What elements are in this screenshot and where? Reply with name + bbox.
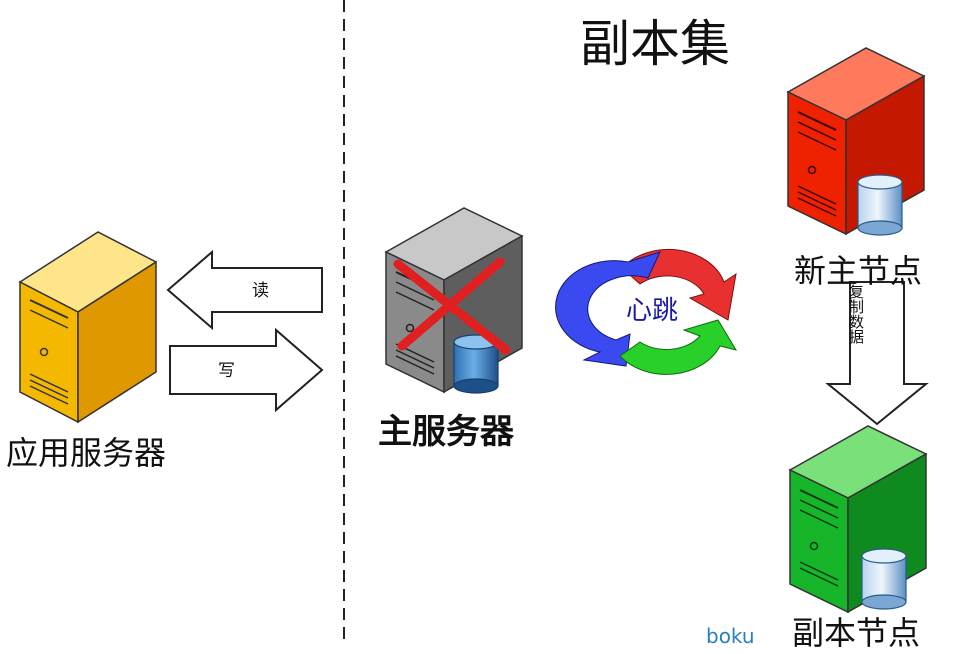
write-arrow	[169, 327, 324, 413]
primary-database-icon	[453, 334, 499, 394]
application-server-icon	[18, 231, 158, 424]
copy-data-arrow	[825, 281, 929, 426]
diagram-title: 副本集	[580, 15, 730, 73]
watermark-text: boku	[706, 624, 755, 648]
heartbeat-cycle-icon	[555, 248, 738, 375]
copy-data-label: 复制数据	[847, 284, 865, 344]
application-server-label: 应用服务器	[6, 434, 167, 472]
secondary-node-database-icon	[861, 548, 907, 610]
secondary-node-label: 副本节点	[792, 614, 921, 652]
read-arrow	[166, 249, 323, 331]
replica-set-diagram	[18, 0, 929, 640]
new-primary-label: 新主节点	[794, 252, 923, 290]
read-arrow-label: 读	[252, 281, 269, 301]
heartbeat-label: 心跳	[626, 296, 679, 326]
write-arrow-label: 写	[218, 361, 235, 381]
failed-cross-icon	[393, 257, 511, 355]
new-primary-database-icon	[857, 174, 903, 236]
primary-server-label: 主服务器	[378, 412, 514, 452]
new-primary-server-icon	[786, 47, 926, 236]
